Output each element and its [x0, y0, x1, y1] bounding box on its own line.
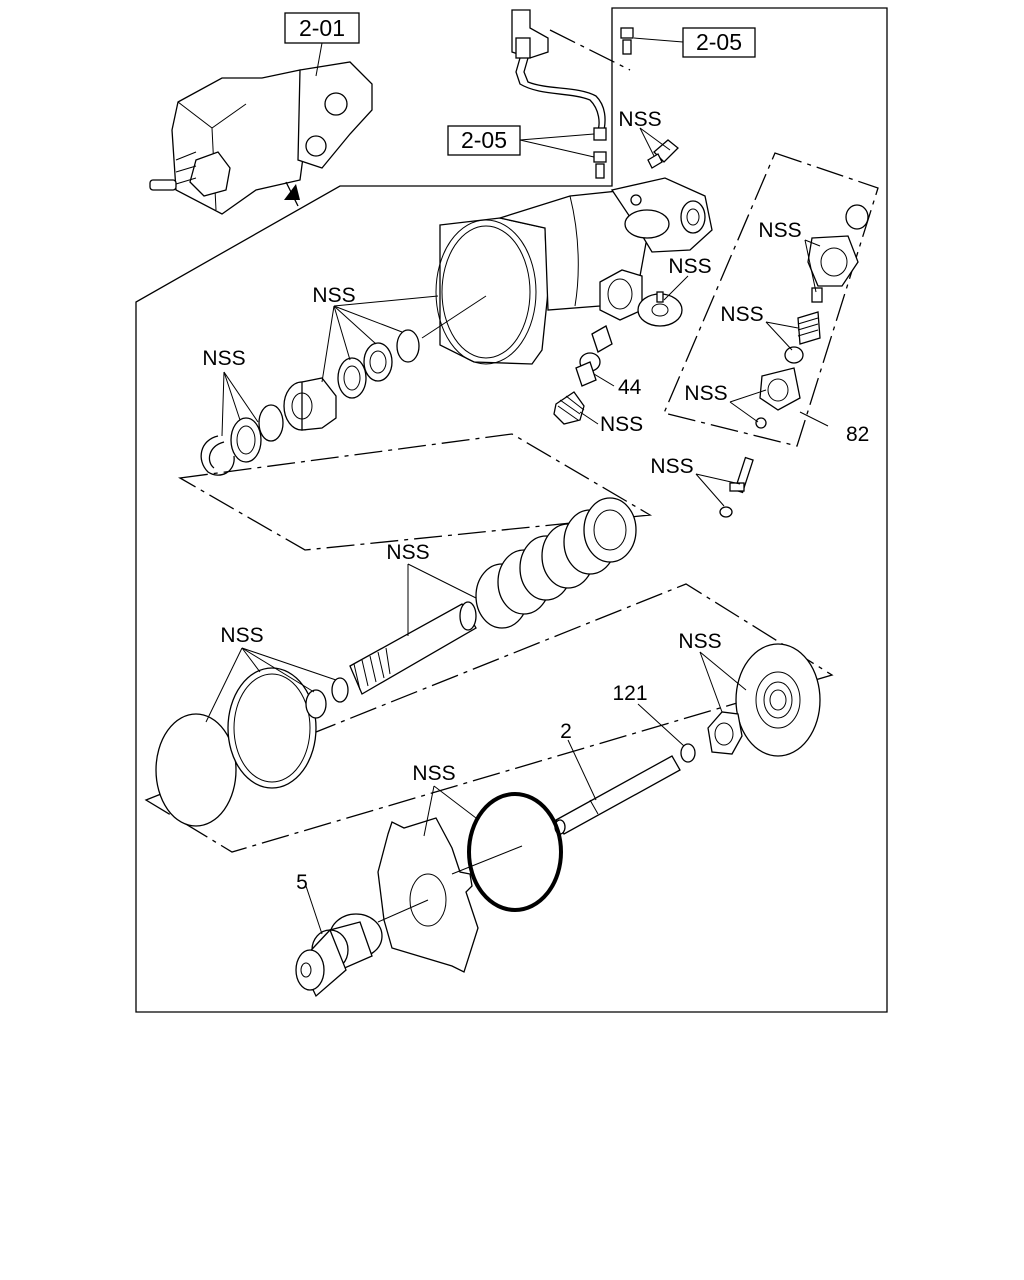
seal-ring-left — [230, 417, 262, 463]
label-nss-spring-small[interactable]: NSS — [720, 303, 763, 326]
reference-assembly-2-01 — [149, 61, 373, 215]
big-seal-1 — [155, 713, 237, 827]
hex-nut — [707, 711, 743, 755]
label-nss-nut[interactable]: NSS — [678, 630, 721, 653]
label-nss-gasket[interactable]: NSS — [412, 762, 455, 785]
small-seal-2 — [331, 677, 349, 703]
big-seal-2 — [227, 667, 317, 789]
label-2[interactable]: 2 — [560, 720, 572, 743]
label-nss-right-oring[interactable]: NSS — [758, 219, 801, 242]
seal-ring-2 — [337, 357, 367, 399]
ref-label-2-05-top[interactable]: 2-05 — [696, 29, 742, 55]
oring-top-right — [845, 204, 869, 230]
label-5[interactable]: 5 — [296, 871, 308, 894]
small-valve — [647, 139, 679, 169]
push-tube — [349, 601, 477, 695]
label-nss-piston-seals[interactable]: NSS — [220, 624, 263, 647]
main-spring — [475, 497, 637, 629]
label-nss-right-spring[interactable]: NSS — [684, 382, 727, 405]
ref-label-2-05-mid[interactable]: 2-05 — [461, 127, 507, 153]
label-82[interactable]: 82 — [846, 423, 869, 446]
push-rod — [554, 755, 681, 835]
retaining-clip — [200, 435, 235, 476]
small-ring-121 — [680, 743, 696, 763]
label-nss-bottom-seal[interactable]: NSS — [600, 413, 643, 436]
top-fitting — [620, 27, 634, 55]
small-seal-1 — [305, 689, 327, 719]
mid-seal-group-outline — [144, 583, 834, 853]
oring-left — [258, 404, 284, 442]
label-nss-valve-top[interactable]: NSS — [618, 108, 661, 131]
ref-label-2-01[interactable]: 2-01 — [299, 15, 345, 41]
rubber-boot — [295, 913, 383, 998]
end-cover — [735, 643, 821, 757]
mounting-bolt — [719, 456, 754, 518]
small-spring — [553, 391, 585, 425]
label-nss-seal-rings[interactable]: NSS — [312, 284, 355, 307]
label-nss-main-spring[interactable]: NSS — [386, 541, 429, 564]
assembly-frame — [135, 7, 888, 1013]
plunger-44 — [575, 325, 613, 387]
oring-3 — [396, 329, 420, 363]
label-nss-left-rings[interactable]: NSS — [202, 347, 245, 370]
leader-lines — [205, 127, 829, 935]
ref-box-2-05-top — [682, 27, 756, 58]
gasket-plate — [377, 817, 479, 973]
cylinder-housing — [435, 177, 713, 365]
seal-ring-3 — [363, 342, 393, 382]
label-nss-screw[interactable]: NSS — [668, 255, 711, 278]
label-nss-bracket[interactable]: NSS — [650, 455, 693, 478]
label-44[interactable]: 44 — [618, 376, 642, 399]
label-121[interactable]: 121 — [612, 682, 647, 705]
bracket-set — [663, 152, 879, 447]
upper-seal-group-outline — [178, 433, 653, 551]
large-oring — [467, 792, 563, 912]
diaphragm-valve — [637, 291, 683, 327]
piston-head — [283, 377, 337, 431]
